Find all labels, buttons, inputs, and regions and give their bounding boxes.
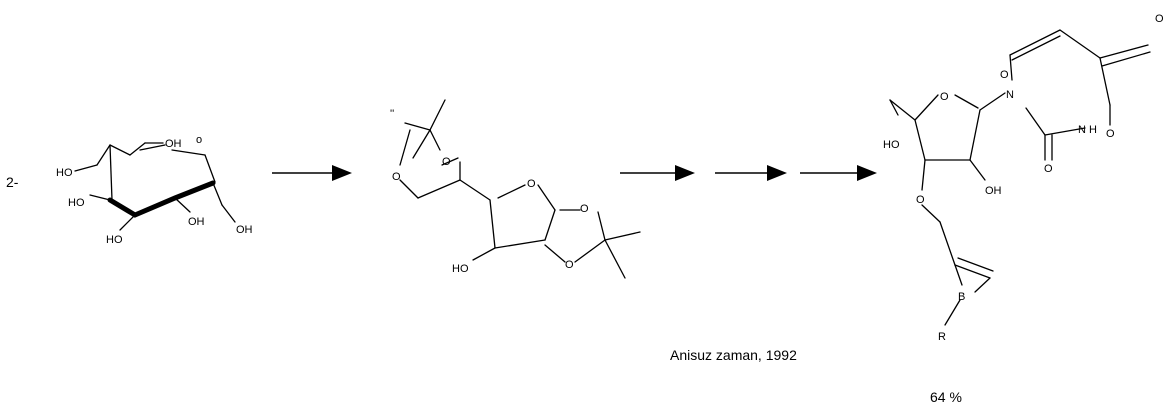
bond	[969, 109, 981, 161]
bond	[1009, 54, 1013, 81]
bond	[889, 99, 899, 116]
citation-text: Anisuz zaman, 1992	[670, 347, 797, 363]
bond	[604, 239, 626, 279]
bond	[74, 164, 98, 172]
bond	[139, 144, 166, 151]
bond	[399, 179, 419, 199]
r-group-label: R	[938, 331, 946, 343]
methyl-hash-label: ''	[390, 108, 394, 120]
ho-label: HO	[56, 167, 73, 179]
bond	[574, 239, 606, 263]
ring-oxygen-label: O	[527, 178, 536, 190]
ho-label: HO	[452, 263, 469, 275]
ring-oxygen-label: O	[442, 156, 451, 168]
ring-oxygen-label: O	[565, 259, 574, 271]
bond	[472, 247, 496, 261]
bond	[1099, 44, 1149, 59]
bond	[889, 99, 916, 121]
bond	[441, 157, 459, 166]
bond	[129, 142, 146, 156]
bond	[404, 122, 431, 131]
bond	[921, 159, 926, 191]
reaction-arrow-3	[715, 165, 787, 181]
bond	[174, 197, 191, 213]
glucose-structure: 2- OH o HO HO HO OH OH	[6, 134, 253, 246]
bond	[1009, 29, 1061, 56]
bond	[109, 144, 131, 156]
bond	[597, 211, 606, 241]
yield-text: 64 %	[930, 389, 962, 405]
bond	[429, 99, 446, 131]
bold-bond	[107, 180, 216, 218]
nh-label: N H	[1078, 124, 1097, 136]
bond	[1101, 51, 1151, 67]
ring-oxygen-label: O	[392, 171, 401, 183]
bond	[954, 264, 991, 279]
bond	[489, 199, 496, 249]
bond	[1059, 29, 1101, 59]
bond	[544, 209, 556, 241]
bond	[1044, 127, 1086, 136]
reaction-arrow-1	[272, 165, 352, 181]
diacetone-glucose-structure: '' O O O O O HO	[390, 99, 641, 279]
bond	[954, 94, 979, 109]
ho-label: HO	[106, 234, 123, 246]
bond	[914, 94, 939, 121]
ho-label: HO	[883, 139, 900, 151]
ring-oxygen-label: o	[196, 134, 202, 146]
boron-label: B	[958, 291, 965, 303]
bond	[412, 129, 431, 159]
bond	[979, 92, 1006, 111]
bond	[1025, 107, 1046, 136]
bond	[459, 179, 491, 201]
bond	[957, 257, 994, 272]
oh-label: OH	[236, 224, 253, 236]
bond	[96, 144, 111, 166]
ring-oxygen-label: O	[1000, 69, 1009, 81]
bond	[221, 204, 236, 223]
bond	[544, 244, 566, 263]
bond	[119, 214, 136, 231]
bond	[204, 154, 216, 183]
bond	[537, 184, 556, 211]
carbonyl-oxygen-label: O	[1155, 13, 1164, 25]
bond	[497, 184, 526, 199]
reaction-arrow-4	[800, 165, 877, 181]
ether-oxygen-label: O	[916, 194, 925, 206]
bond	[1099, 57, 1111, 106]
bond	[974, 277, 991, 293]
bond	[914, 119, 926, 161]
carbonyl-oxygen-label: O	[1106, 128, 1115, 140]
ring-oxygen-label: O	[580, 203, 589, 215]
prefix-label: 2-	[6, 174, 19, 190]
reaction-arrow-2	[620, 165, 695, 181]
bond	[429, 129, 441, 151]
bond	[1011, 35, 1061, 61]
carbonyl-oxygen-label: O	[1044, 163, 1053, 175]
bond	[109, 144, 113, 201]
bond	[399, 129, 411, 166]
bond	[944, 299, 961, 326]
n-label: N	[1006, 89, 1014, 101]
bond	[171, 149, 206, 156]
bond	[921, 204, 941, 223]
nucleoside-product-structure: O O N H N O O O HO OH O B R	[883, 13, 1164, 343]
bond	[604, 231, 641, 241]
oh-label: OH	[188, 216, 205, 228]
ring-oxygen-label: O	[940, 91, 949, 103]
oh-label: OH	[165, 138, 182, 150]
bond	[969, 159, 986, 181]
bond	[939, 221, 956, 266]
oh-label: OH	[985, 185, 1002, 197]
bond	[954, 264, 963, 286]
ho-label: HO	[68, 197, 85, 209]
bond	[212, 182, 223, 206]
bond	[494, 239, 546, 249]
bond	[89, 194, 111, 201]
bond	[417, 179, 461, 199]
